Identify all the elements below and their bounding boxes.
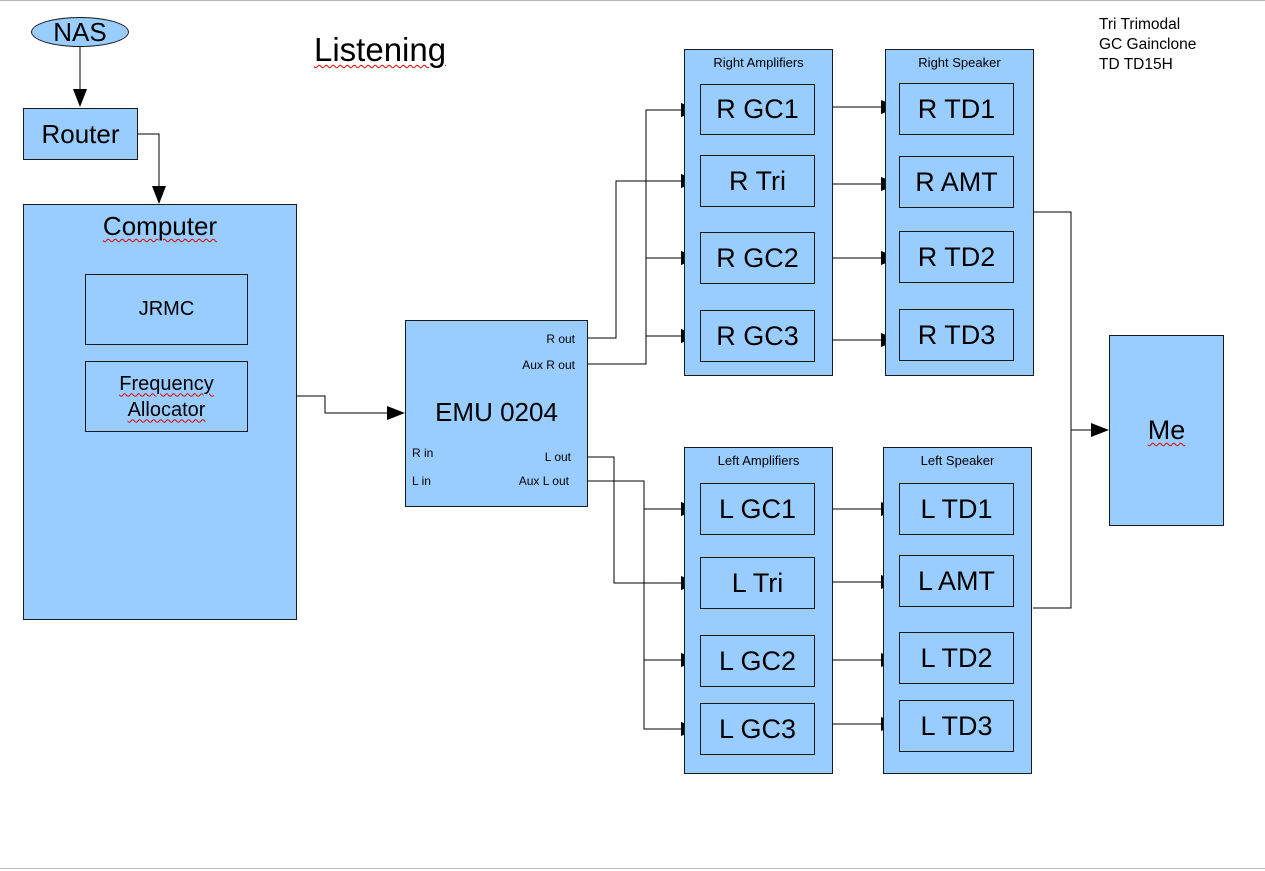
computer-node[interactable]: Computer JRMC Frequency Allocator: [23, 204, 297, 620]
jrmc-label: JRMC: [138, 298, 195, 320]
l-gc3-label: L GC3: [718, 713, 797, 744]
l-gc1-node[interactable]: L GC1: [700, 483, 815, 535]
l-amt-label: L AMT: [917, 565, 996, 596]
l-td2-label: L TD2: [920, 642, 993, 673]
r-tri-label: R Tri: [729, 165, 786, 196]
wire-router-computer: [137, 133, 166, 204]
l-td1-node[interactable]: L TD1: [899, 483, 1014, 535]
l-gc1-label: L GC1: [718, 493, 797, 524]
nas-label: NAS: [53, 16, 107, 47]
page-bottom-border: [0, 868, 1265, 869]
r-gc3-node[interactable]: R GC3: [700, 310, 815, 362]
computer-label: Computer: [102, 211, 218, 241]
emu-label: EMU 0204: [435, 397, 558, 427]
l-td3-label: L TD3: [920, 710, 993, 741]
r-amt-label: R AMT: [915, 166, 998, 197]
r-gc2-node[interactable]: R GC2: [700, 232, 815, 284]
r-td2-node[interactable]: R TD2: [899, 231, 1014, 283]
me-node[interactable]: Me: [1109, 335, 1224, 526]
wire-lout: [588, 456, 699, 590]
l-tri-label: L Tri: [731, 567, 784, 598]
port-l-out: L out: [544, 450, 571, 464]
frequency-allocator-node[interactable]: Frequency Allocator: [85, 361, 248, 432]
r-tri-node[interactable]: R Tri: [700, 155, 815, 207]
r-td1-node[interactable]: R TD1: [899, 83, 1014, 135]
wire-auxrout: [588, 103, 699, 365]
port-r-in: R in: [412, 446, 434, 460]
r-td3-label: R TD3: [917, 319, 996, 350]
l-td2-node[interactable]: L TD2: [899, 632, 1014, 684]
page-title: Listening: [314, 31, 447, 68]
l-td3-node[interactable]: L TD3: [899, 700, 1014, 752]
l-gc3-node[interactable]: L GC3: [700, 703, 815, 755]
abbreviation-legend: Tri Trimodal GC Gainclone TD TD15H: [1099, 15, 1196, 75]
wire-rspk-me: [1033, 211, 1072, 609]
port-aux-l-out: Aux L out: [518, 474, 569, 488]
jrmc-node[interactable]: JRMC: [85, 274, 248, 345]
router-node[interactable]: Router: [23, 108, 138, 160]
r-td3-node[interactable]: R TD3: [899, 309, 1014, 361]
l-gc2-label: L GC2: [718, 645, 797, 676]
r-gc2-label: R GC2: [716, 242, 799, 273]
port-r-out: R out: [546, 332, 575, 346]
router-label: Router: [41, 118, 120, 149]
me-label: Me: [1147, 415, 1186, 445]
r-td1-label: R TD1: [917, 93, 996, 124]
legend-line-td: TD TD15H: [1099, 56, 1173, 73]
page-top-border: [0, 0, 1265, 1]
left-amplifiers-label: Left Amplifiers: [717, 453, 800, 468]
r-gc1-node[interactable]: R GC1: [700, 84, 815, 135]
l-gc2-node[interactable]: L GC2: [700, 635, 815, 687]
r-amt-node[interactable]: R AMT: [899, 156, 1014, 208]
port-l-in: L in: [412, 474, 431, 488]
l-tri-node[interactable]: L Tri: [700, 557, 815, 609]
wire-rout-rgc1: [588, 174, 699, 339]
l-amt-node[interactable]: L AMT: [899, 555, 1014, 607]
l-td1-label: L TD1: [920, 493, 993, 524]
right-speaker-label: Right Speaker: [918, 55, 1001, 70]
left-speaker-label: Left Speaker: [920, 453, 995, 468]
right-amplifiers-label: Right Amplifiers: [713, 55, 804, 70]
legend-line-gc: GC Gainclone: [1099, 36, 1197, 53]
r-td2-label: R TD2: [917, 241, 996, 272]
r-gc3-label: R GC3: [716, 320, 799, 351]
freq-label-line2: Allocator: [127, 398, 206, 421]
port-aux-r-out: Aux R out: [522, 358, 575, 372]
freq-label-line1: Frequency: [119, 372, 214, 395]
legend-line-tri: Tri Trimodal: [1099, 16, 1181, 33]
nas-node[interactable]: NAS: [31, 17, 129, 47]
emu-0204-node[interactable]: EMU 0204 R out Aux R out R in L in L out…: [405, 320, 588, 507]
wire-auxlout: [588, 480, 699, 736]
r-gc1-label: R GC1: [716, 94, 799, 124]
